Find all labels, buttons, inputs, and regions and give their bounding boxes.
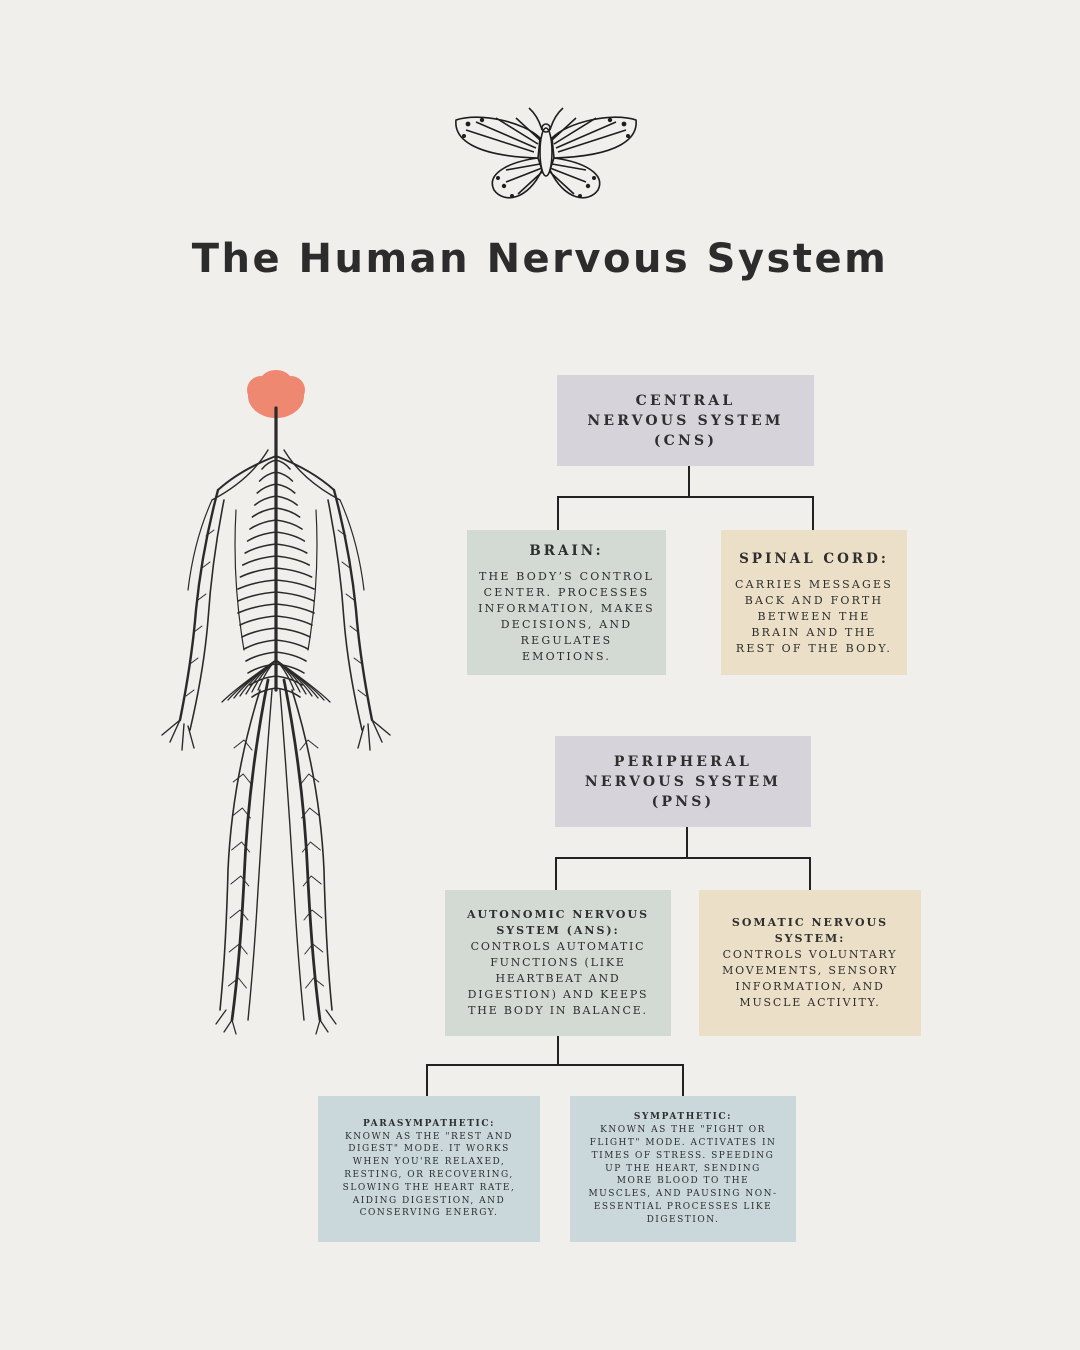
- ans-connector: [426, 1036, 684, 1097]
- butterfly-icon: [455, 107, 637, 199]
- autonomic-title: AUTONOMIC NERVOUS SYSTEM (ANS):: [466, 908, 650, 937]
- spinal-cord-body: CARRIES MESSAGES BACK AND FORTH BETWEEN …: [735, 577, 893, 655]
- parasympathetic-box: PARASYMPATHETIC: KNOWN AS THE "REST AND …: [318, 1096, 540, 1242]
- autonomic-box: AUTONOMIC NERVOUS SYSTEM (ANS): CONTROLS…: [445, 890, 671, 1036]
- pns-connector: [555, 827, 811, 891]
- page-title: The Human Nervous System: [191, 236, 889, 282]
- pns-title: PERIPHERAL NERVOUS SYSTEM (PNS): [584, 753, 782, 810]
- somatic-title: SOMATIC NERVOUS SYSTEM:: [731, 916, 889, 945]
- pns-box: PERIPHERAL NERVOUS SYSTEM (PNS): [555, 736, 811, 827]
- somatic-body: CONTROLS VOLUNTARY MOVEMENTS, SENSORY IN…: [722, 948, 898, 1009]
- spinal-cord-box: SPINAL CORD: CARRIES MESSAGES BACK AND F…: [721, 530, 907, 675]
- spinal-cord-title: SPINAL CORD:: [739, 550, 889, 567]
- parasympathetic-body: KNOWN AS THE "REST AND DIGEST" MODE. IT …: [342, 1131, 516, 1219]
- autonomic-body: CONTROLS AUTOMATIC FUNCTIONS (LIKE HEART…: [467, 940, 649, 1017]
- brain-shape: [247, 370, 305, 418]
- parasympathetic-title: PARASYMPATHETIC:: [362, 1118, 496, 1129]
- brain-box: BRAIN: THE BODY’S CONTROL CENTER. PROCES…: [467, 530, 666, 675]
- cns-title: CENTRAL NERVOUS SYSTEM (CNS): [587, 392, 784, 449]
- somatic-box: SOMATIC NERVOUS SYSTEM: CONTROLS VOLUNTA…: [699, 890, 921, 1036]
- sympathetic-box: SYMPATHETIC: KNOWN AS THE "FIGHT OR FLIG…: [570, 1096, 796, 1242]
- sympathetic-body: KNOWN AS THE "FIGHT OR FLIGHT" MODE. ACT…: [588, 1125, 778, 1225]
- brain-body: THE BODY’S CONTROL CENTER. PROCESSES INF…: [478, 569, 655, 663]
- cns-connector: [557, 466, 814, 530]
- brain-title: BRAIN:: [529, 542, 604, 559]
- sympathetic-title: SYMPATHETIC:: [633, 1112, 733, 1123]
- cns-box: CENTRAL NERVOUS SYSTEM (CNS): [557, 375, 814, 466]
- human-nervous-system-figure: [161, 370, 391, 1035]
